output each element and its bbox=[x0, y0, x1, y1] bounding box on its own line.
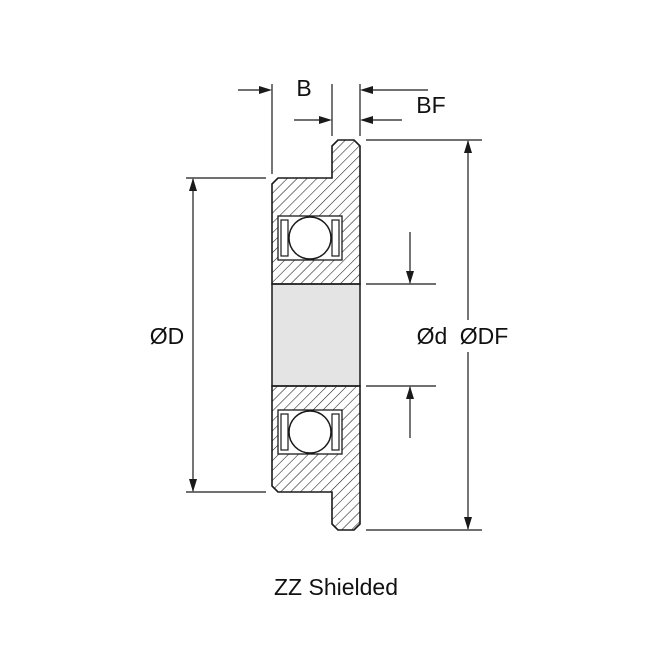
dim-label-flange-diameter: ØDF bbox=[460, 323, 509, 349]
lower-left-shield bbox=[280, 413, 289, 451]
lower-ring-section bbox=[271, 385, 361, 531]
arrowhead-bore-up-icon bbox=[406, 386, 414, 399]
arrowhead-b-right-icon bbox=[259, 86, 272, 94]
arrowhead-odf-up-icon bbox=[464, 140, 472, 153]
upper-ring-section bbox=[271, 139, 361, 285]
dim-label-outer-diameter: ØD bbox=[150, 323, 185, 349]
dim-label-bore-diameter: Ød bbox=[417, 323, 448, 349]
arrowhead-od-down-icon bbox=[189, 479, 197, 492]
lower-right-shield bbox=[331, 413, 340, 451]
arrowhead-b-left-icon bbox=[360, 86, 373, 94]
dimension-outer-diameter: ØD bbox=[150, 177, 266, 493]
dimension-flange-width: BF bbox=[294, 92, 446, 124]
dimension-flange-diameter: ØDF bbox=[366, 139, 516, 531]
upper-left-shield bbox=[280, 219, 289, 257]
upper-ball bbox=[288, 216, 332, 260]
bearing-cross-section bbox=[271, 139, 361, 531]
lower-ball bbox=[288, 410, 332, 454]
bore-region bbox=[271, 283, 361, 387]
arrowhead-bf-left-icon bbox=[360, 116, 373, 124]
dimension-width: B bbox=[238, 75, 428, 174]
arrowhead-bf-right-icon bbox=[319, 116, 332, 124]
upper-right-shield bbox=[331, 219, 340, 257]
label-mask-odf bbox=[452, 320, 516, 352]
arrowhead-odf-down-icon bbox=[464, 517, 472, 530]
dim-label-width: B bbox=[296, 75, 311, 101]
caption-text: ZZ Shielded bbox=[274, 574, 398, 600]
dim-label-flange-width: BF bbox=[416, 92, 445, 118]
dimension-bore-diameter: Ød bbox=[366, 232, 447, 438]
arrowhead-bore-down-icon bbox=[406, 271, 414, 284]
arrowhead-od-up-icon bbox=[189, 178, 197, 191]
